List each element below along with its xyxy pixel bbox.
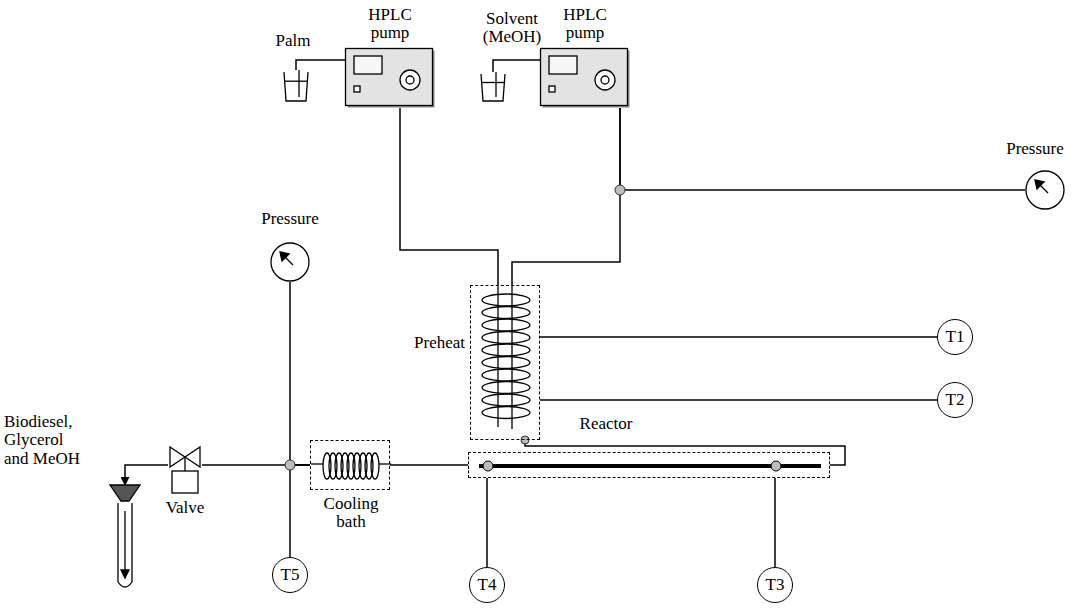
part-label: HPLC pump	[360, 6, 420, 43]
beaker-symbol	[283, 70, 309, 102]
part-label: Reactor	[566, 415, 646, 433]
pipe-line	[493, 60, 540, 72]
sensor-label: T1	[946, 328, 965, 346]
sensor-label: T5	[281, 566, 300, 584]
edge-group	[125, 60, 1025, 567]
part-label: Cooling bath	[307, 495, 395, 532]
part-label: HPLC pump	[555, 6, 615, 43]
pipe-line	[400, 108, 498, 285]
preheater: Preheat	[470, 285, 540, 440]
pressure-gauge: Pressure	[1025, 170, 1065, 210]
part-label: Biodiesel, Glycerol and MeOH	[4, 413, 90, 468]
part-label: Solvent (MeOH)	[482, 10, 542, 47]
pipe-line	[290, 465, 310, 557]
pipe-line	[486, 478, 488, 567]
beaker-symbol	[480, 72, 506, 102]
coilh-drawing	[311, 453, 391, 479]
thermocouple: T4	[469, 567, 505, 603]
part-label: Valve	[155, 499, 215, 517]
junction-dot	[285, 460, 295, 470]
collection-tube: Biodiesel, Glycerol and MeOH	[108, 485, 142, 590]
pressure-gauge: Pressure	[270, 242, 310, 282]
gauge-symbol	[270, 242, 310, 282]
junction-dots	[285, 185, 625, 470]
collector-symbol	[108, 485, 142, 590]
junction-dot	[521, 436, 529, 444]
collector-drawing	[110, 485, 140, 587]
valve-symbol	[168, 445, 202, 495]
feed-beaker: Solvent (MeOH)	[480, 72, 506, 102]
pipe-line	[774, 478, 776, 567]
pump-symbol	[540, 48, 630, 108]
valve-drawing	[170, 447, 200, 493]
gauge-symbol	[1025, 170, 1065, 210]
pipe-line	[512, 108, 620, 285]
pipe-line	[620, 108, 1025, 190]
beaker-drawing	[481, 72, 505, 101]
hplc-pump: HPLC pump	[540, 48, 630, 108]
sensor-label: T4	[478, 576, 497, 594]
gauge-drawing	[271, 243, 309, 281]
pipe-line	[296, 60, 345, 70]
gauge-drawing	[1026, 171, 1064, 209]
beaker-drawing	[284, 70, 308, 101]
thermocouple: T3	[757, 567, 793, 603]
pump-drawing	[346, 49, 435, 108]
pipe-line	[540, 399, 937, 401]
pipe-line	[290, 282, 310, 465]
pump-drawing	[541, 49, 630, 108]
junction-dot	[615, 185, 625, 195]
pipe-line	[390, 464, 468, 466]
reactor-drawing	[479, 461, 821, 471]
reactor-symbol	[469, 453, 829, 477]
pump-symbol	[345, 48, 435, 108]
part-label: Palm	[263, 32, 323, 50]
part-label: Pressure	[990, 140, 1080, 158]
feed-beaker: Palm	[283, 70, 309, 102]
pipe-line	[125, 465, 168, 485]
part-label: Pressure	[240, 210, 340, 228]
reactor-tube: Reactor	[468, 452, 830, 478]
cooling-bath: Cooling bath	[310, 440, 390, 490]
back-pressure-valve: Valve	[168, 445, 202, 495]
thermocouple: T1	[937, 319, 973, 355]
hplc-pump: HPLC pump	[345, 48, 435, 108]
thermocouple: T5	[272, 557, 308, 593]
thermocouple: T2	[937, 382, 973, 418]
coilv-drawing	[482, 286, 530, 429]
part-label: Preheat	[401, 334, 465, 352]
sensor-label: T3	[766, 576, 785, 594]
coilh-symbol	[311, 441, 389, 489]
sensor-label: T2	[946, 391, 965, 409]
coilv-symbol	[471, 286, 539, 439]
pipe-line	[540, 336, 937, 338]
